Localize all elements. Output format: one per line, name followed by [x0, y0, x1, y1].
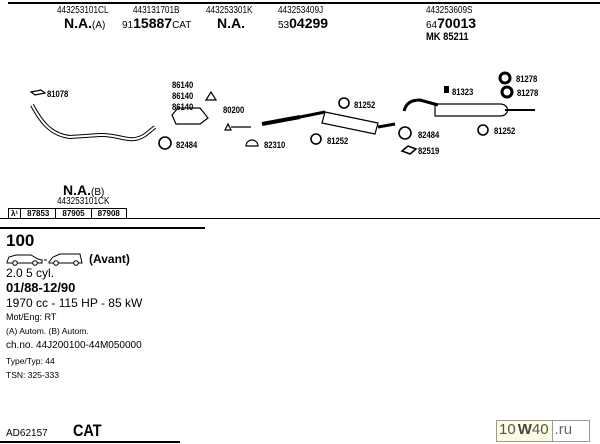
part-number: 443253609S: [426, 5, 473, 16]
ref-bold: 04299: [289, 15, 329, 31]
ref-suffix: CAT: [172, 20, 192, 31]
part-label: 81252: [494, 126, 516, 136]
watermark-part: W: [517, 421, 532, 441]
rubber-mount-icon: [444, 86, 449, 93]
part-label: 81252: [327, 136, 349, 146]
part-label: 82519: [418, 146, 440, 156]
ref-label: N.A.(A): [64, 15, 105, 33]
ref-bold: N.A.: [64, 15, 92, 31]
part-label: 86140: [172, 102, 194, 112]
part-label: 86140: [172, 91, 194, 101]
rear-pipe: [402, 98, 439, 112]
ring-icon: [158, 136, 172, 150]
exhaust-parts-drawing: [29, 71, 535, 155]
chassis-range: ch.no. 44J200100-44M050000: [6, 340, 142, 351]
gasket-icon: [204, 90, 218, 101]
ref-cell: 87908: [90, 208, 127, 219]
pipe: [261, 115, 301, 126]
clamp-icon: [245, 139, 259, 147]
part-number: 443131701B: [133, 5, 180, 16]
ring-icon: [498, 71, 512, 85]
part-label: 82310: [264, 140, 286, 150]
ref-cell: 87853: [20, 208, 57, 219]
ring-icon: [398, 126, 412, 140]
ref-label: 6470013: [426, 15, 476, 33]
ref-bold: N.A.: [217, 15, 245, 31]
ref-prefix: 53: [278, 20, 290, 31]
part-number: 443253409J: [278, 5, 324, 16]
part-label: 81323: [452, 87, 474, 97]
part-label: 81078: [47, 89, 69, 99]
divider: [0, 227, 205, 229]
part-label: 81252: [354, 100, 376, 110]
part-label: 82484: [176, 140, 198, 150]
vehicle-model: 100: [6, 231, 35, 250]
part-number: 443253101CL: [57, 5, 109, 16]
center-muffler: [321, 111, 379, 135]
tsn: TSN: 325-333: [6, 370, 59, 380]
part-label: 82484: [418, 130, 440, 140]
diagram-code: AD62157: [6, 428, 48, 439]
transmission: (A) Autom. (B) Autom.: [6, 326, 89, 336]
power: 1970 cc - 115 HP - 85 kW: [6, 296, 143, 310]
ref-label: 5304299: [278, 15, 328, 33]
part-label: 81278: [517, 88, 539, 98]
divider: [0, 218, 600, 219]
watermark-part: 40: [531, 421, 552, 441]
hanger-icon: [310, 133, 322, 145]
gasket-icon: [29, 89, 47, 96]
ref-bold: 15887: [133, 15, 173, 31]
engine-code: Mot/Eng: RT: [6, 312, 57, 322]
type: Type/Typ: 44: [6, 356, 55, 366]
production-period: 01/88-12/90: [6, 280, 76, 295]
ref-prefix: 64: [426, 20, 438, 31]
engine: 2.0 5 cyl.: [6, 266, 55, 280]
extra-ref: MK 85211: [426, 31, 469, 43]
catalytic-converter: [171, 107, 209, 125]
watermark-part: 10: [497, 421, 518, 441]
ref-bold: N.A.: [63, 182, 91, 198]
alt-ref-label: N.A.(B): [63, 182, 104, 200]
ring-icon: [500, 85, 514, 99]
body-type: (Avant): [89, 252, 130, 266]
front-pipe: [30, 104, 157, 142]
ref-suffix: (B): [91, 187, 105, 198]
lambda-symbol: λ¹: [7, 208, 22, 219]
hanger-icon: [477, 124, 489, 136]
top-rule: [8, 2, 600, 4]
part-label: 81278: [516, 74, 538, 84]
car-body-icons: [6, 253, 83, 266]
ref-label: 9115887CAT: [122, 15, 191, 33]
gasket-icon: [400, 145, 418, 155]
cat-label: CAT: [73, 421, 102, 440]
bottom-rule: [0, 441, 180, 443]
part-number: 443253301K: [206, 5, 253, 16]
watermark-part: .ru: [551, 421, 575, 441]
part-label: 86140: [172, 80, 194, 90]
part-label: 80200: [223, 105, 245, 115]
ref-prefix: 91: [122, 20, 134, 31]
rear-muffler: [434, 103, 509, 117]
ref-bold: 70013: [437, 15, 477, 31]
hanger-icon: [338, 97, 350, 109]
ref-cell: 87905: [55, 208, 92, 219]
part-number: 443253101CK: [57, 196, 110, 207]
ref-suffix: (A): [92, 20, 106, 31]
mid-pipe: [224, 122, 251, 131]
reference-table: λ¹ 87853 87905 87908: [7, 208, 127, 219]
